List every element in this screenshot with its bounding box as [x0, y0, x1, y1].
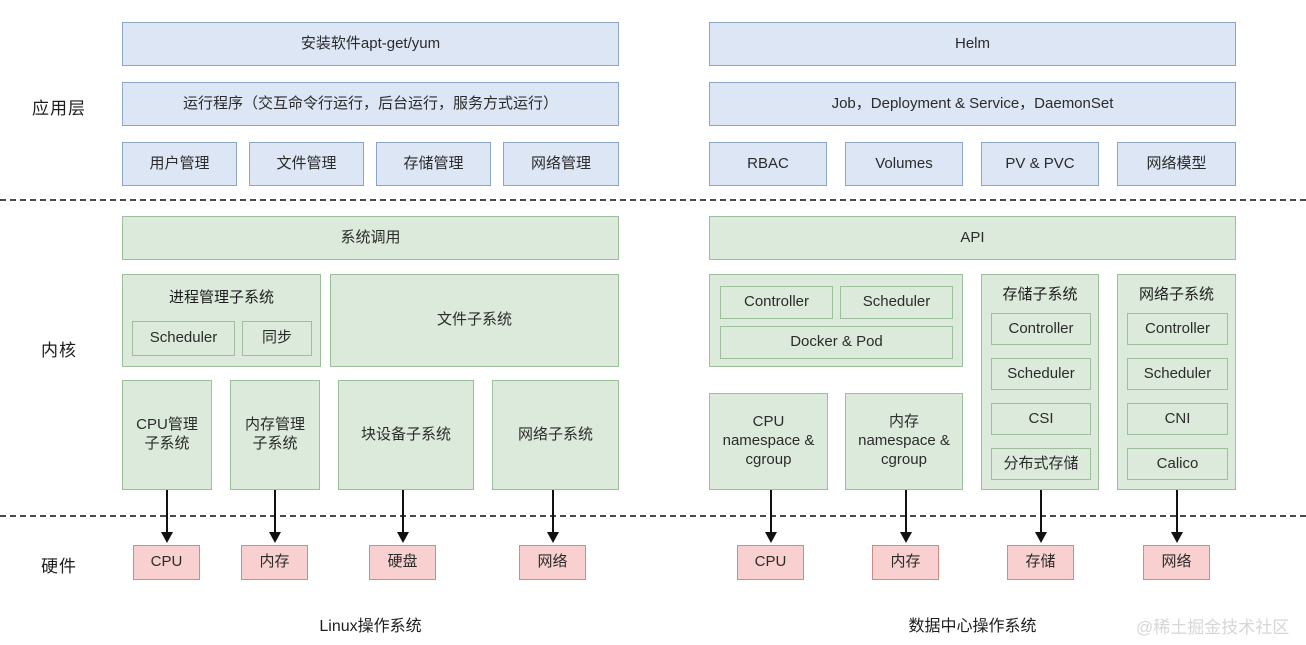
left-app-network-mgmt-box[interactable]: 网络管理	[503, 142, 619, 186]
left-connector-cpu	[166, 490, 168, 537]
left-arrowhead-disk	[397, 532, 409, 543]
right-connector-memory	[905, 490, 907, 537]
right-kernel-docker-pod-box[interactable]: Docker & Pod	[720, 326, 953, 359]
right-app-rbac-box[interactable]: RBAC	[709, 142, 827, 186]
left-arrowhead-cpu	[161, 532, 173, 543]
divider-application-kernel	[0, 199, 1306, 201]
left-app-user-mgmt-box[interactable]: 用户管理	[122, 142, 237, 186]
left-diagram-caption: Linux操作系统	[319, 618, 422, 635]
right-app-workloads-box[interactable]: Job，Deployment & Service，DaemonSet	[709, 82, 1236, 126]
divider-kernel-hardware	[0, 515, 1306, 517]
right-app-helm-box[interactable]: Helm	[709, 22, 1236, 66]
left-kernel-cpu-subsystem-box[interactable]: CPU管理 子系统	[122, 380, 212, 490]
right-kernel-network-group[interactable]: 网络子系统 Controller Scheduler CNI Calico	[1117, 274, 1236, 490]
left-connector-memory	[274, 490, 276, 537]
layer-label-hardware: 硬件	[41, 557, 77, 576]
left-kernel-process-group[interactable]: 进程管理子系统 Scheduler 同步	[122, 274, 321, 367]
right-kernel-control-group[interactable]: Controller Scheduler Docker & Pod	[709, 274, 963, 367]
right-kernel-storage-group[interactable]: 存储子系统 Controller Scheduler CSI 分布式存储	[981, 274, 1099, 490]
left-app-runtime-box[interactable]: 运行程序（交互命令行运行，后台运行，服务方式运行）	[122, 82, 619, 126]
right-app-pv-pvc-box[interactable]: PV & PVC	[981, 142, 1099, 186]
left-hardware-network-box[interactable]: 网络	[519, 545, 586, 580]
right-kernel-storage-group-title: 存储子系统	[1002, 286, 1078, 303]
right-arrowhead-memory	[900, 532, 912, 543]
right-arrowhead-network	[1171, 532, 1183, 543]
right-connector-storage	[1040, 490, 1042, 537]
watermark-label: @稀土掘金技术社区	[1136, 618, 1290, 637]
right-kernel-network-group-title: 网络子系统	[1138, 286, 1214, 303]
right-kernel-network-scheduler-box[interactable]: Scheduler	[1127, 358, 1228, 390]
right-kernel-scheduler-box[interactable]: Scheduler	[840, 286, 953, 319]
left-kernel-file-subsystem-box[interactable]: 文件子系统	[330, 274, 619, 367]
left-kernel-syscall-box[interactable]: 系统调用	[122, 216, 619, 260]
right-kernel-api-box[interactable]: API	[709, 216, 1236, 260]
layer-label-kernel: 内核	[41, 341, 77, 360]
left-kernel-process-group-title: 进程管理子系统	[168, 289, 274, 306]
right-kernel-storage-distributed-box[interactable]: 分布式存储	[991, 448, 1091, 480]
left-connector-network	[552, 490, 554, 537]
right-kernel-storage-controller-box[interactable]: Controller	[991, 313, 1091, 345]
left-hardware-disk-box[interactable]: 硬盘	[369, 545, 436, 580]
left-app-storage-mgmt-box[interactable]: 存储管理	[376, 142, 491, 186]
left-kernel-network-subsystem-box[interactable]: 网络子系统	[492, 380, 619, 490]
right-connector-cpu	[770, 490, 772, 537]
right-kernel-network-controller-box[interactable]: Controller	[1127, 313, 1228, 345]
right-app-network-model-box[interactable]: 网络模型	[1117, 142, 1236, 186]
right-arrowhead-cpu	[765, 532, 777, 543]
left-connector-disk	[402, 490, 404, 537]
right-app-volumes-box[interactable]: Volumes	[845, 142, 963, 186]
right-kernel-storage-csi-box[interactable]: CSI	[991, 403, 1091, 435]
right-hardware-cpu-box[interactable]: CPU	[737, 545, 804, 580]
right-arrowhead-storage	[1035, 532, 1047, 543]
left-app-install-box[interactable]: 安装软件apt-get/yum	[122, 22, 619, 66]
right-diagram-caption: 数据中心操作系统	[908, 618, 1037, 635]
left-app-file-mgmt-box[interactable]: 文件管理	[249, 142, 364, 186]
right-kernel-network-cni-box[interactable]: CNI	[1127, 403, 1228, 435]
right-kernel-controller-box[interactable]: Controller	[720, 286, 833, 319]
right-hardware-storage-box[interactable]: 存储	[1007, 545, 1074, 580]
left-arrowhead-network	[547, 532, 559, 543]
right-hardware-memory-box[interactable]: 内存	[872, 545, 939, 580]
right-kernel-storage-scheduler-box[interactable]: Scheduler	[991, 358, 1091, 390]
left-hardware-memory-box[interactable]: 内存	[241, 545, 308, 580]
left-kernel-scheduler-box[interactable]: Scheduler	[132, 321, 235, 356]
left-kernel-sync-box[interactable]: 同步	[242, 321, 312, 356]
right-kernel-memory-namespace-box[interactable]: 内存 namespace & cgroup	[845, 393, 963, 490]
right-kernel-network-calico-box[interactable]: Calico	[1127, 448, 1228, 480]
right-hardware-network-box[interactable]: 网络	[1143, 545, 1210, 580]
layer-label-application: 应用层	[32, 99, 86, 118]
left-hardware-cpu-box[interactable]: CPU	[133, 545, 200, 580]
left-kernel-memory-subsystem-box[interactable]: 内存管理 子系统	[230, 380, 320, 490]
left-kernel-block-subsystem-box[interactable]: 块设备子系统	[338, 380, 474, 490]
right-connector-network	[1176, 490, 1178, 537]
left-arrowhead-memory	[269, 532, 281, 543]
right-kernel-cpu-namespace-box[interactable]: CPU namespace & cgroup	[709, 393, 828, 490]
